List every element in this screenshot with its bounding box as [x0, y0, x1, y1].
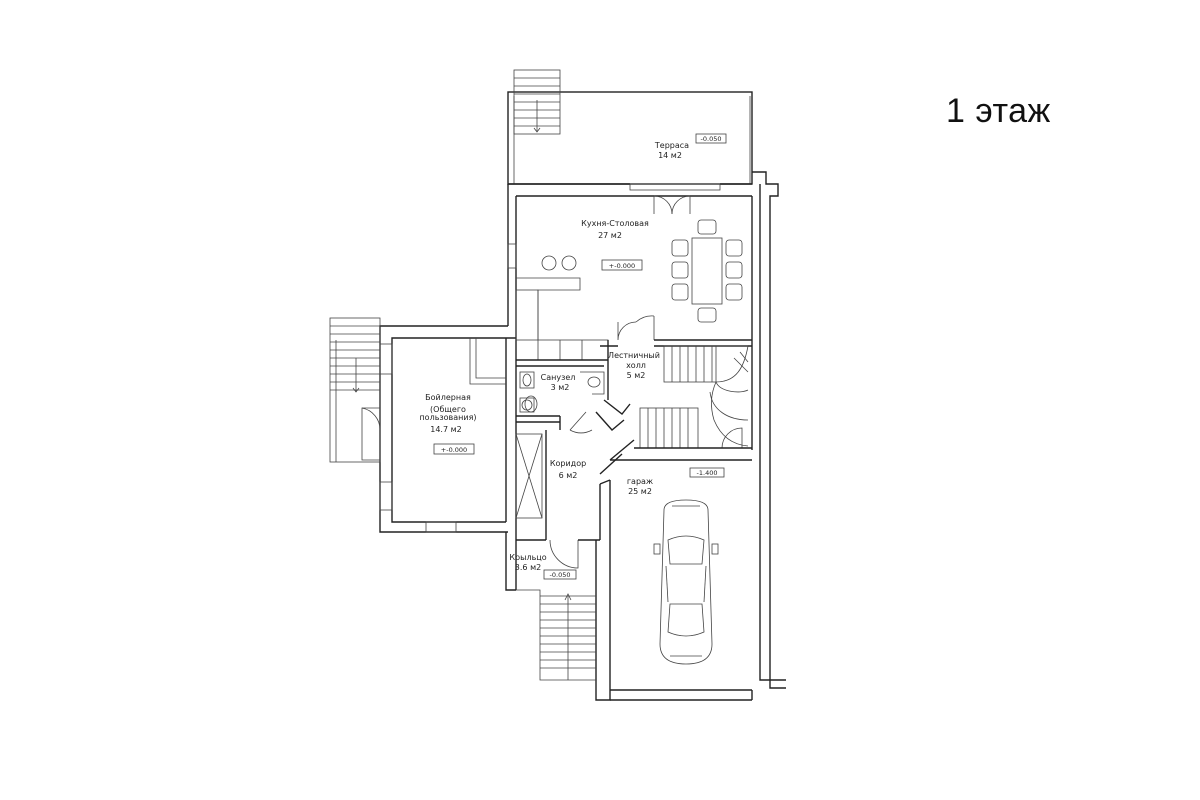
- garage: гараж 25 м2 -1.400: [627, 467, 725, 665]
- boiler-name3: пользования): [419, 413, 476, 422]
- stair-hall: Лестничный холл 5 м2: [608, 345, 752, 461]
- porch: Крыльцо 3.6 м2 -0.050: [509, 553, 596, 681]
- boiler-stair: [329, 317, 381, 463]
- bathroom: Санузел 3 м2: [519, 371, 605, 413]
- porch-area: 3.6 м2: [515, 563, 541, 572]
- corridor-area: 6 м2: [559, 471, 578, 480]
- porch-level: -0.050: [550, 571, 571, 579]
- page-title: 1 этаж: [946, 92, 1051, 130]
- partitions: [515, 315, 752, 569]
- kitchen: Кухня-Столовая 27 м2 +-0.000: [515, 195, 743, 361]
- kitchen-name: Кухня-Столовая: [581, 219, 649, 228]
- boiler-level: +-0.000: [441, 446, 467, 454]
- terrace-area: 14 м2: [658, 151, 682, 160]
- kitchen-area: 27 м2: [598, 231, 622, 240]
- boiler-name2: (Общего: [430, 405, 466, 414]
- terrace-stair: [513, 69, 561, 135]
- porch-stair: [516, 589, 596, 681]
- stair-hall-name: Лестничный: [608, 351, 660, 360]
- boiler-name: Бойлерная: [425, 393, 471, 402]
- terrace: Терраса 14 м2 -0.050: [507, 69, 753, 185]
- terrace-level: -0.050: [701, 135, 722, 143]
- kitchen-level: +-0.000: [609, 262, 635, 270]
- terrace-name: Терраса: [654, 141, 689, 150]
- bathroom-name: Санузел: [541, 373, 576, 382]
- garage-area: 25 м2: [628, 487, 652, 496]
- boiler-room: Бойлерная (Общего пользования) 14.7 м2 +…: [419, 393, 477, 455]
- corridor: Коридор 6 м2: [550, 459, 586, 480]
- stair-hall-name2: холл: [626, 361, 646, 370]
- car-icon: [653, 499, 719, 665]
- outer-walls: [329, 171, 786, 701]
- porch-name: Крыльцо: [509, 553, 546, 562]
- stair-hall-area: 5 м2: [627, 371, 646, 380]
- boiler-area: 14.7 м2: [430, 425, 461, 434]
- bathroom-area: 3 м2: [551, 383, 570, 392]
- garage-level: -1.400: [697, 469, 718, 477]
- garage-name: гараж: [627, 477, 653, 486]
- corridor-name: Коридор: [550, 459, 586, 468]
